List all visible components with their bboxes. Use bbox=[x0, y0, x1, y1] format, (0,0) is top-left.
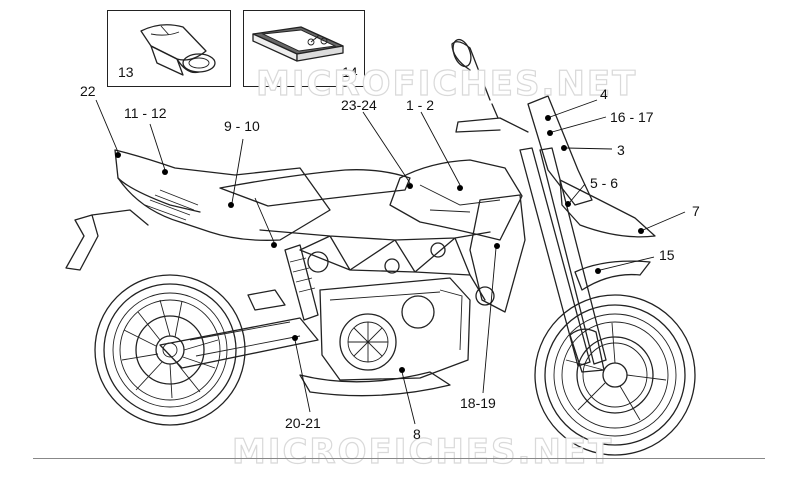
inset-14-number: 14 bbox=[342, 64, 358, 80]
callout-18-19[interactable]: 18-19 bbox=[460, 395, 496, 411]
headlight-fairing[interactable] bbox=[527, 95, 593, 206]
front-side-cover[interactable] bbox=[559, 179, 656, 238]
callout-15[interactable]: 15 bbox=[659, 247, 675, 263]
callout-5-6[interactable]: 5 - 6 bbox=[590, 175, 619, 191]
callout-3[interactable]: 3 bbox=[617, 142, 625, 158]
swingarm[interactable] bbox=[159, 317, 319, 369]
callout-23-24[interactable]: 23-24 bbox=[341, 97, 377, 113]
rear-wheel[interactable] bbox=[94, 274, 246, 426]
callout-7[interactable]: 7 bbox=[692, 203, 700, 219]
handlebar[interactable] bbox=[455, 117, 529, 133]
tail-section[interactable] bbox=[114, 149, 331, 241]
front-fork[interactable] bbox=[519, 147, 591, 367]
leader-lines bbox=[95, 99, 686, 425]
watermark-bottom: MICROFICHES.NET bbox=[231, 431, 614, 472]
license-plate-holder[interactable] bbox=[65, 214, 99, 271]
footpeg[interactable] bbox=[247, 289, 286, 311]
callout-22[interactable]: 22 bbox=[80, 83, 96, 99]
watermark-top: MICROFICHES.NET bbox=[255, 63, 638, 104]
tool-kit-roll-icon bbox=[140, 24, 216, 76]
callout-16-17[interactable]: 16 - 17 bbox=[610, 109, 654, 125]
inset-box-14[interactable]: 14 bbox=[243, 10, 365, 87]
callout-8[interactable]: 8 bbox=[413, 426, 421, 442]
engine[interactable] bbox=[319, 277, 471, 381]
inset-13-number: 13 bbox=[118, 64, 134, 80]
owners-manual-book-icon bbox=[252, 26, 344, 62]
mirror[interactable] bbox=[451, 41, 499, 119]
exhaust-pipe[interactable] bbox=[299, 371, 451, 397]
callout-1-2[interactable]: 1 - 2 bbox=[406, 97, 435, 113]
front-fender[interactable] bbox=[574, 260, 651, 291]
tank-side-panel[interactable] bbox=[469, 194, 526, 313]
inset-box-13[interactable]: 13 bbox=[107, 10, 231, 87]
trellis-frame[interactable] bbox=[259, 229, 491, 301]
seat[interactable] bbox=[219, 169, 411, 207]
rear-shock[interactable] bbox=[284, 244, 319, 321]
callout-20-21[interactable]: 20-21 bbox=[285, 415, 321, 431]
callout-4[interactable]: 4 bbox=[600, 86, 608, 102]
callout-11-12[interactable]: 11 - 12 bbox=[124, 105, 167, 121]
bottom-divider bbox=[33, 458, 765, 459]
fuel-tank[interactable] bbox=[389, 159, 523, 241]
front-wheel[interactable] bbox=[534, 294, 696, 456]
callout-9-10[interactable]: 9 - 10 bbox=[224, 118, 260, 134]
